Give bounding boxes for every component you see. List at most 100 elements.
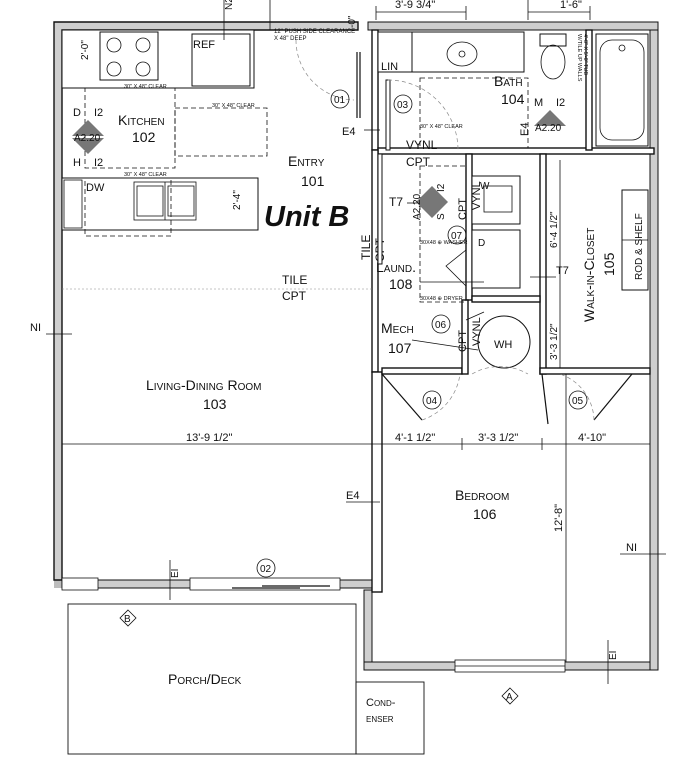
finish-ni-left: NI: [30, 322, 41, 334]
room-name-porch: Porch/Deck: [168, 671, 242, 687]
finish-t7-closet: T7: [556, 265, 569, 277]
door-tag-01: 01: [334, 95, 346, 106]
dim-top-bath: 3'-9 3/4": [395, 0, 435, 11]
room-number-living: 103: [203, 396, 227, 412]
door-tag-07: 07: [451, 231, 463, 242]
clear-note-1: 30" X 48" CLEAR: [124, 84, 167, 90]
entry-area: Entry 101 Unit B E4 T7 TILE CPT TILE CPT…: [62, 126, 438, 303]
finish-ei-left: EI: [170, 569, 181, 578]
door-tag-02: 02: [260, 564, 272, 575]
dim-closet-1: 6'-4 1/2": [549, 211, 560, 248]
wh-label: WH: [494, 339, 512, 351]
finish-t7-laund: T7: [389, 195, 403, 209]
room-name-walkin: Walk-in-Closet: [581, 228, 597, 322]
door-tag-06: 06: [435, 320, 447, 331]
walkin-area: ROD & SHELF Walk-in-Closet 105 6'-4 1/2"…: [530, 160, 649, 368]
section-laund-i2: I2: [436, 183, 447, 192]
interior-walls: [371, 29, 655, 593]
door-tag-04: 04: [426, 396, 438, 407]
push-note-1: 12" PUSH SIDE CLEARANCE: [274, 29, 355, 35]
clear-note-4: 30" X 48" CLEAR: [420, 124, 463, 130]
section-kitchen-d: D: [73, 107, 81, 119]
doors: 01 02 03 04 05 06 07: [256, 89, 633, 578]
room-number-mech: 107: [388, 340, 412, 356]
unit-title: Unit B: [264, 201, 349, 233]
tub-note-2: W/TILE UP WALLS: [576, 34, 582, 82]
room-name-mech: Mech: [381, 320, 414, 336]
section-kitchen-label: A2.20: [74, 133, 101, 144]
dim-living-width: 13'-9 1/2": [186, 432, 232, 444]
section-kitchen-h: H: [73, 157, 81, 169]
room-number-laundry: 108: [389, 276, 413, 292]
clear-note-2: 30" X 48" CLEAR: [212, 103, 255, 109]
dryer-label: D: [478, 238, 485, 249]
laundry-area: W D 30X48 ⊕ WASHER 30X48 ⊕ DRYER A2.20 S…: [376, 153, 521, 303]
section-bath-m: M: [534, 97, 543, 109]
porch-area: Porch/Deck Cond- enser B A: [67, 603, 519, 755]
washer-label: W: [480, 181, 490, 192]
room-number-bath: 104: [501, 91, 525, 107]
floor-vynl: VYNL: [406, 138, 438, 152]
room-name-bedroom: Bedroom: [455, 487, 509, 503]
dryer-note: 30X48 ⊕ DRYER: [420, 296, 463, 302]
section-kitchen-i2-bot: I2: [94, 157, 103, 169]
room-name-bath: Bath: [494, 73, 523, 89]
exterior-walls: [53, 21, 659, 673]
grid-bubble-a: A: [506, 692, 513, 703]
washer-note: 30X48 ⊕ WASHER: [420, 240, 468, 246]
lin-label: LIN: [381, 61, 398, 73]
rod-shelf-label: ROD & SHELF: [634, 213, 645, 280]
door-tag-03: 03: [397, 100, 409, 111]
door-tag-05: 05: [572, 396, 584, 407]
room-number-entry: 101: [301, 173, 325, 189]
kitchen-counter-dim: 2'-0": [80, 40, 91, 60]
finish-e4-bedroom: E4: [346, 490, 359, 502]
room-name-kitchen: Kitchen: [118, 112, 165, 128]
tub-note-1: 4'-8" X 5'-0" TUB: [582, 34, 588, 75]
bath-area: LIN 4'-8" X 5'-0" TUB W/TILE UP WALLS 30…: [377, 31, 649, 151]
room-number-kitchen: 102: [132, 129, 156, 145]
floor-vynl-mech: VYNL: [471, 317, 483, 346]
room-name-entry: Entry: [288, 153, 325, 169]
floor-cpt: CPT: [282, 289, 307, 303]
section-kitchen-i2-top: I2: [94, 107, 103, 119]
finish-ni-right: NI: [626, 542, 637, 554]
dim-hall-width: 4'-1 1/2": [395, 432, 435, 444]
floor-tile-v: TILE: [359, 235, 373, 260]
mech-area: WH CPT VYNL Mech 107: [381, 311, 531, 369]
floor-tile: TILE: [282, 273, 307, 287]
dim-mech-width: 3'-3 1/2": [478, 432, 518, 444]
top-left-code: N2: [224, 0, 235, 10]
floor-cpt-2: CPT: [406, 155, 431, 169]
dim-closet-2: 3'-3 1/2": [549, 323, 560, 360]
section-bath-label: A2.20: [535, 123, 562, 134]
push-note-2: X 48" DEEP: [274, 36, 306, 42]
condenser-label-2: enser: [366, 713, 394, 725]
ref-label: REF: [193, 39, 215, 51]
top-small-dim: -0": [347, 15, 358, 28]
top-dimensions: N2 -0" 3'-9 3/4" 1'-6" 12" PUSH SIDE CLE…: [223, 0, 591, 101]
dim-top-right: 1'-6": [560, 0, 582, 11]
finish-ei-right: EI: [608, 651, 619, 660]
dim-closet-width: 4'-10": [578, 432, 606, 444]
floor-cpt-mech: CPT: [457, 330, 469, 352]
finish-e4-entry: E4: [342, 126, 355, 138]
finish-e4-bath: E4: [519, 123, 531, 136]
grid-bubble-b: B: [124, 614, 131, 625]
floor-vynl-laund: VYNL: [471, 181, 483, 210]
clear-note-3: 30" X 48" CLEAR: [124, 172, 167, 178]
condenser-label-1: Cond-: [366, 697, 396, 709]
dim-bedroom-len: 12'-8": [553, 504, 565, 532]
room-number-walkin: 105: [601, 252, 617, 276]
room-name-living: Living-Dining Room: [146, 377, 261, 393]
island-dim: 2'-4": [232, 190, 243, 210]
room-name-laundry: Laund.: [376, 259, 416, 275]
living-bedroom: Living-Dining Room 103 13'-9 1/2" 4'-1 1…: [30, 322, 666, 684]
floor-cpt-laund: CPT: [457, 198, 469, 220]
kitchen-area: REF 2'-0" DW 2'-4" 30" X 48" CLEAR 30" X…: [61, 29, 268, 237]
dw-label: DW: [86, 182, 105, 194]
section-laund-label: A2.20: [412, 193, 423, 220]
section-bath-i2: I2: [556, 97, 565, 109]
section-laund-s: S: [436, 213, 447, 220]
room-number-bedroom: 106: [473, 506, 497, 522]
